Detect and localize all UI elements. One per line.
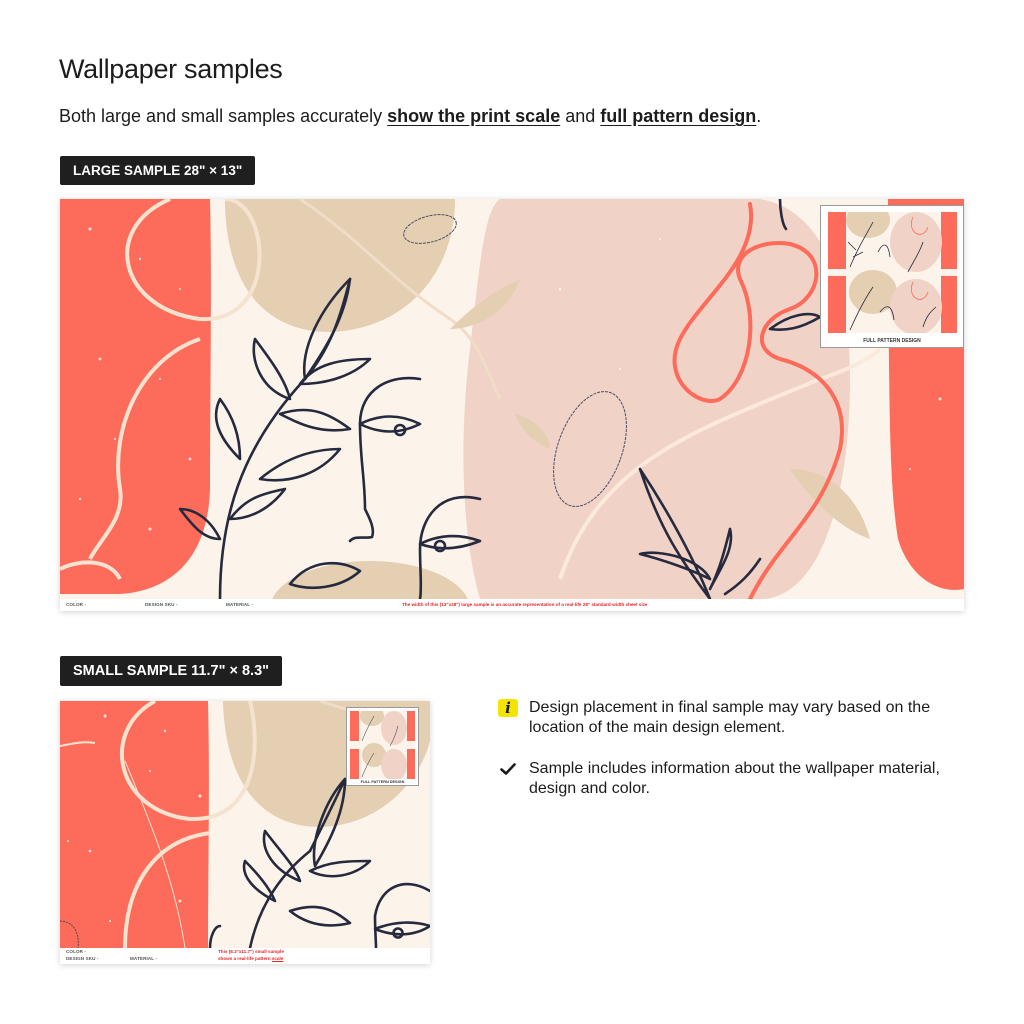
full-pattern-link[interactable]: full pattern design — [600, 106, 757, 126]
subtitle-text-middle: and — [560, 106, 601, 126]
large-sample-image: FULL PATTERN DESIGN COLOR - DESIGN SKU -… — [60, 199, 964, 611]
large-sample-scale-note: The width of this (13"x28") large sample… — [402, 602, 648, 607]
small-sample-pattern — [60, 701, 430, 948]
small-full-pattern-preview: FULL PATTERN DESIGN — [346, 707, 419, 786]
subtitle-text-before: Both large and small samples accurately — [59, 106, 388, 126]
small-sample-scale-note-line1: This (8.3"x11.7") small sample — [218, 949, 284, 954]
full-pattern-thumbnail-small — [350, 711, 415, 779]
meta-color-small: COLOR - — [66, 949, 87, 954]
small-sample-badge: SMALL SAMPLE 11.7" × 8.3" — [60, 656, 283, 686]
large-full-pattern-preview: FULL PATTERN DESIGN — [820, 205, 964, 348]
small-sample-scale-note-line2: shows a real-life pattern scale — [218, 956, 283, 961]
small-sample-image: FULL PATTERN DESIGN COLOR - DESIGN SKU -… — [60, 701, 430, 964]
sample-notes: i Design placement in final sample may v… — [498, 698, 968, 799]
full-pattern-thumbnail — [828, 212, 957, 333]
large-sample-info-strip: COLOR - DESIGN SKU - MATERIAL - The widt… — [60, 599, 964, 611]
meta-material-small: MATERIAL - — [130, 956, 158, 961]
page-title: Wallpaper samples — [59, 54, 283, 84]
meta-material: MATERIAL - — [226, 602, 254, 607]
meta-color: COLOR - — [66, 602, 87, 607]
full-pattern-caption: FULL PATTERN DESIGN — [863, 338, 921, 344]
print-scale-link[interactable]: show the print scale — [387, 106, 561, 126]
meta-design-sku: DESIGN SKU - — [145, 602, 178, 607]
note-text: Design placement in final sample may var… — [529, 699, 931, 736]
info-icon: i — [498, 699, 518, 717]
note-design-placement: i Design placement in final sample may v… — [498, 698, 968, 738]
note-text: Sample includes information about the wa… — [529, 760, 940, 797]
full-pattern-caption-small: FULL PATTERN DESIGN — [360, 780, 405, 784]
large-sample-badge: LARGE SAMPLE 28" × 13" — [60, 156, 256, 185]
meta-design-sku-small: DESIGN SKU - — [66, 956, 99, 961]
check-icon — [500, 763, 516, 775]
page-subtitle: Both large and small samples accurately … — [59, 106, 761, 127]
small-note-scale-word: scale — [271, 956, 284, 961]
small-note-line2-text: shows a real-life pattern — [218, 956, 272, 961]
note-sample-info: Sample includes information about the wa… — [498, 759, 968, 799]
small-sample-info-strip: COLOR - DESIGN SKU - MATERIAL - This (8.… — [60, 948, 430, 964]
subtitle-text-after: . — [756, 106, 762, 126]
